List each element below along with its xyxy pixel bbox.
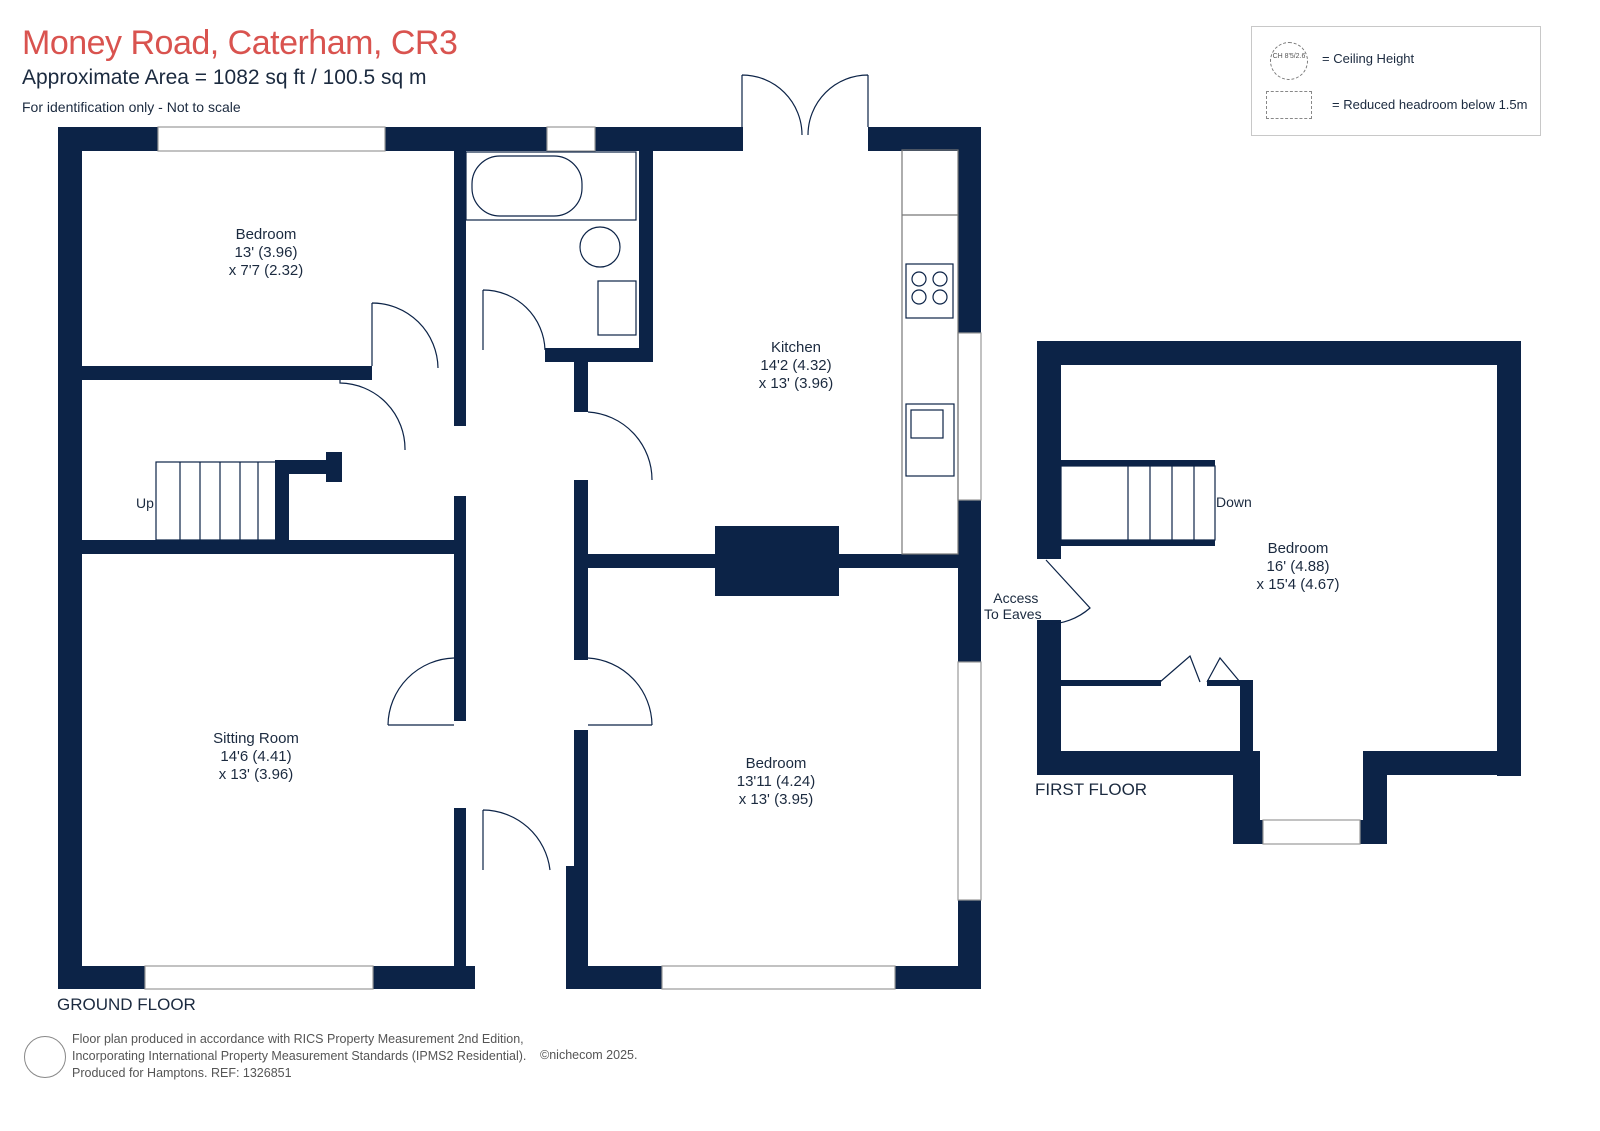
bedroom-3-label: Bedroom 16' (4.88) x 15'4 (4.67) [1218,540,1378,594]
reduced-headroom-icon [1266,91,1312,119]
ground-floor-walls [58,127,981,989]
stairs-up-label: Up [136,495,154,511]
identification-note: For identification only - Not to scale [22,99,241,115]
copyright: ©nichecom 2025. [540,1048,638,1062]
stairs-down-label: Down [1216,494,1252,510]
room-dimension-1: 14'6 (4.41) [220,748,292,765]
access-line-1: Access [993,590,1039,606]
footer-line-3: Produced for Hamptons. REF: 1326851 [72,1066,292,1080]
room-name: Bedroom [235,226,297,243]
sitting-room-label: Sitting Room 14'6 (4.41) x 13' (3.96) [176,730,336,784]
approximate-area: Approximate Area = 1082 sq ft / 100.5 sq… [22,66,427,89]
room-dimension-2: x 7'7 (2.32) [228,262,304,279]
room-dimension-2: x 13' (3.96) [758,375,834,392]
plan-title: Money Road, Caterham, CR3 [22,24,458,62]
footer-disclaimer: Floor plan produced in accordance with R… [72,1031,526,1082]
first-floor-walls [1037,341,1521,844]
ceiling-height-label: = Ceiling Height [1322,51,1415,66]
room-dimension-2: x 13' (3.96) [218,766,294,783]
access-to-eaves-label: Access To Eaves [984,590,1042,622]
reduced-headroom-label: = Reduced headroom below 1.5m [1332,97,1528,112]
ground-floor-label: GROUND FLOOR [57,995,196,1014]
footer-line-1: Floor plan produced in accordance with R… [72,1032,524,1046]
room-name: Bedroom [1267,540,1329,557]
bedroom-1-label: Bedroom 13' (3.96) x 7'7 (2.32) [186,226,346,280]
kitchen-label: Kitchen 14'2 (4.32) x 13' (3.96) [716,339,876,393]
first-floor-label: FIRST FLOOR [1035,780,1148,799]
room-dimension-2: x 13' (3.95) [738,791,814,808]
nichecom-logo-icon [24,1036,66,1078]
room-dimension-1: 13'11 (4.24) [736,773,816,790]
room-dimension-2: x 15'4 (4.67) [1256,576,1340,593]
room-name: Bedroom [745,755,807,772]
bedroom-2-label: Bedroom 13'11 (4.24) x 13' (3.95) [696,755,856,809]
room-dimension-1: 13' (3.96) [234,244,298,261]
room-name: Kitchen [770,339,822,356]
room-name: Sitting Room [213,730,299,747]
footer-line-2: Incorporating International Property Mea… [72,1049,527,1063]
ceiling-height-icon: CH 8'5/2.6 [1270,42,1308,80]
room-dimension-1: 14'2 (4.32) [760,357,832,374]
room-dimension-1: 16' (4.88) [1266,558,1330,575]
fixtures-and-doors [144,74,1361,990]
legend: CH 8'5/2.6 = Ceiling Height = Reduced he… [1251,26,1541,136]
access-line-2: To Eaves [984,606,1042,622]
